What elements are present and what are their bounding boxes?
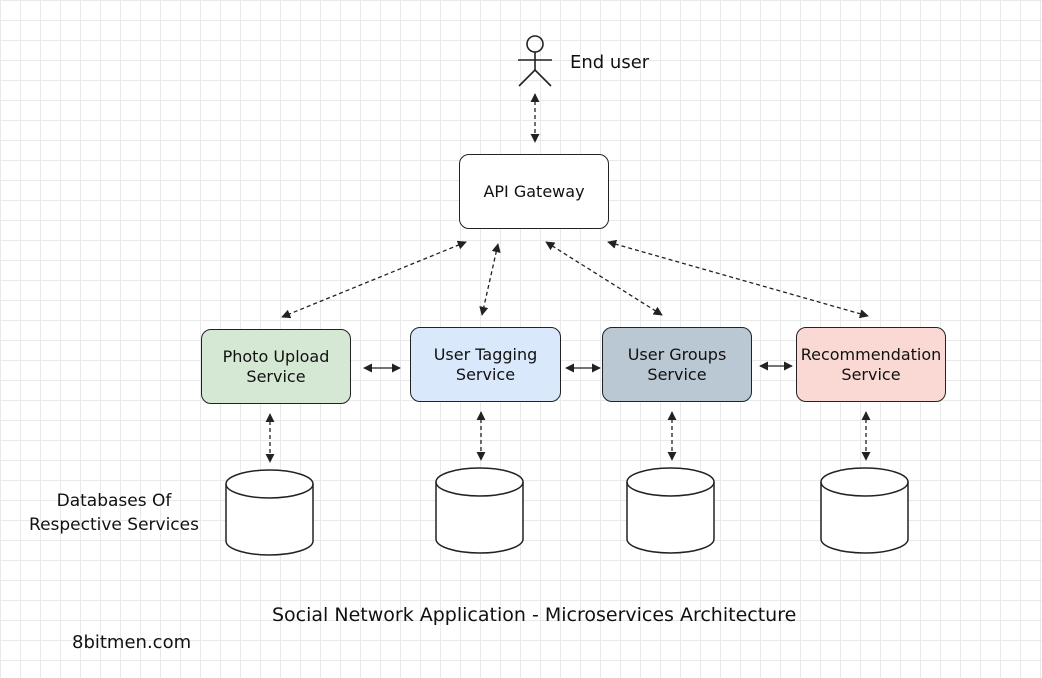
api-gateway-label: API Gateway	[483, 181, 585, 201]
photo-upload-database-icon	[225, 469, 314, 556]
gateway-recommendation-connector	[607, 239, 869, 319]
recommendation-service-label: Recommendation Service	[800, 344, 942, 384]
end-user-icon	[518, 35, 552, 87]
user-tagging-database-icon	[435, 467, 524, 554]
diagram-title: Social Network Application - Microservic…	[272, 604, 797, 626]
photo-upload-service-label: Photo Upload Service	[222, 346, 330, 386]
end-user-label: End user	[570, 52, 650, 73]
user-tagging-service-node: User Tagging Service	[410, 327, 561, 402]
user-groups-service-label: User Groups Service	[627, 344, 727, 384]
user-tagging-service-label: User Tagging Service	[433, 344, 538, 384]
photo-upload-service-node: Photo Upload Service	[201, 329, 351, 404]
recommendation-database-icon	[820, 467, 909, 554]
gateway-photo-connector	[281, 240, 467, 319]
recommendation-service-node: Recommendation Service	[796, 327, 946, 402]
databases-label: Databases Of Respective Services	[29, 491, 199, 535]
gateway-tagging-connector	[479, 243, 501, 316]
user-groups-service-node: User Groups Service	[602, 327, 752, 402]
user-groups-database-icon	[626, 467, 715, 554]
api-gateway-node: API Gateway	[459, 154, 609, 229]
site-credit: 8bitmen.com	[72, 632, 192, 653]
